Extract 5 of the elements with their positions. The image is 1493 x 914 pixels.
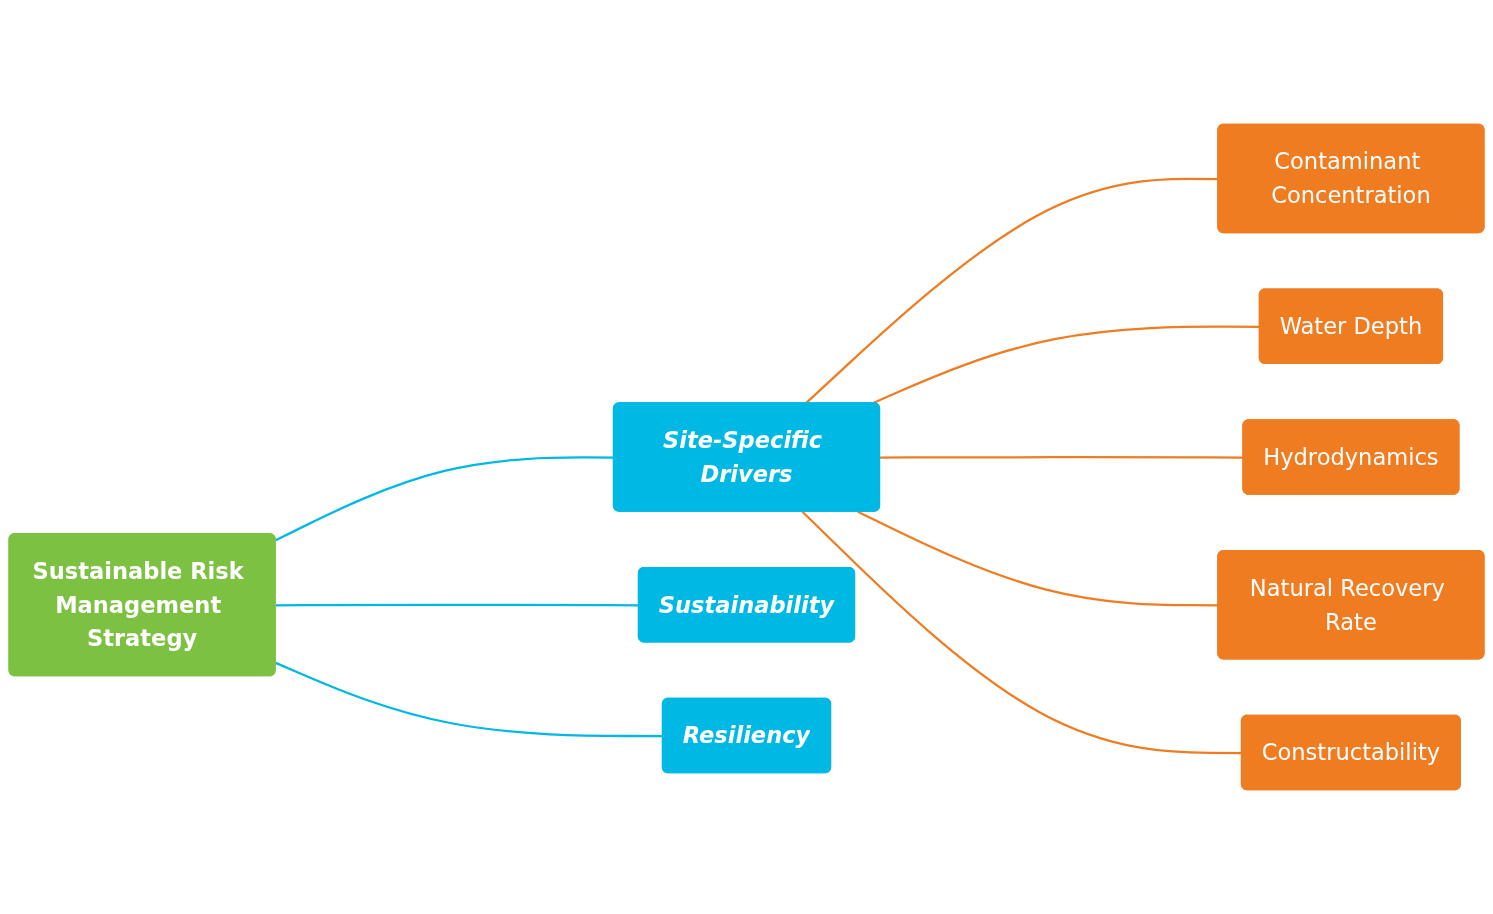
connector: [275, 603, 639, 607]
connector: [871, 325, 1260, 405]
connector: [275, 661, 663, 738]
connector: [801, 510, 1242, 755]
connector: [275, 456, 614, 542]
